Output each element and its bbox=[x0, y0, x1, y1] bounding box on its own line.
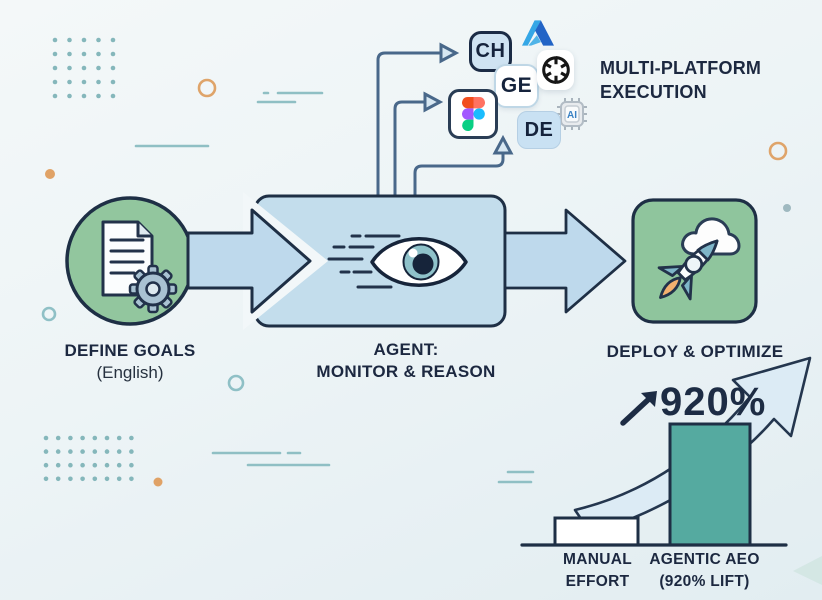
platform-badge-gemini: GE bbox=[494, 64, 539, 108]
corner-arrow-decoration bbox=[793, 556, 822, 585]
azure-logo-icon bbox=[522, 20, 554, 46]
openai-logo-tile bbox=[537, 50, 574, 90]
bar-agentic-aeo bbox=[668, 422, 752, 547]
ring-decorations bbox=[41, 78, 788, 392]
rocket-icon bbox=[657, 217, 741, 301]
eye-icon bbox=[327, 234, 468, 289]
multi-platform-heading: MULTI-PLATFORM EXECUTION bbox=[600, 56, 790, 105]
agentic-aeo-line1: AGENTIC AEO bbox=[649, 551, 760, 568]
connector-arrowhead-right-1 bbox=[439, 42, 460, 64]
flow-arrow-1 bbox=[186, 208, 312, 314]
dot-grid-top-left-decoration bbox=[52, 37, 116, 99]
figma-logo-icon bbox=[461, 97, 485, 131]
agentic-aeo-bar-label: AGENTIC AEO (920% LIFT) bbox=[638, 549, 771, 593]
document-gear-icon bbox=[101, 220, 178, 314]
figma-logo-tile bbox=[448, 89, 498, 139]
agentic-aeo-line2: (920% LIFT) bbox=[659, 573, 750, 590]
dot-decorations bbox=[45, 169, 791, 487]
platform-connectors bbox=[376, 42, 514, 200]
platform-badge-deepseek: DE bbox=[517, 111, 561, 149]
connector-arrowhead-up bbox=[492, 134, 514, 155]
lift-arrow-icon bbox=[620, 391, 657, 426]
platform-badge-chatgpt: CH bbox=[469, 31, 512, 72]
connector-arrowhead-right-2 bbox=[423, 91, 444, 113]
define-goals-title: DEFINE GOALS bbox=[64, 341, 196, 360]
agent-title-line2: MONITOR & REASON bbox=[316, 362, 496, 382]
multi-platform-heading-line1: MULTI-PLATFORM bbox=[600, 58, 762, 78]
manual-effort-line2: EFFORT bbox=[565, 573, 630, 590]
dot-grid-bottom-left-decoration bbox=[43, 435, 134, 482]
agent-title-line1: AGENT: bbox=[373, 340, 439, 359]
manual-effort-bar-label: MANUAL EFFORT bbox=[540, 549, 655, 593]
growth-swoosh-arrow bbox=[573, 356, 812, 534]
define-goals-subtitle: (English) bbox=[96, 363, 164, 383]
manual-effort-line1: MANUAL bbox=[563, 551, 632, 568]
bar-manual-effort bbox=[553, 516, 640, 547]
cloud-shape bbox=[681, 217, 741, 256]
openai-logo-icon bbox=[541, 56, 570, 84]
define-goals-label: DEFINE GOALS (English) bbox=[30, 340, 230, 385]
deploy-optimize-label: DEPLOY & OPTIMIZE bbox=[606, 342, 784, 361]
agent-label: AGENT: MONITOR & REASON bbox=[275, 339, 537, 384]
flow-arrow-2 bbox=[503, 208, 627, 314]
lift-percentage-callout: 920% bbox=[660, 380, 767, 424]
line-decorations bbox=[134, 91, 535, 484]
ai-chip-label: AI bbox=[567, 110, 577, 121]
multi-platform-heading-line2: EXECUTION bbox=[600, 82, 707, 103]
